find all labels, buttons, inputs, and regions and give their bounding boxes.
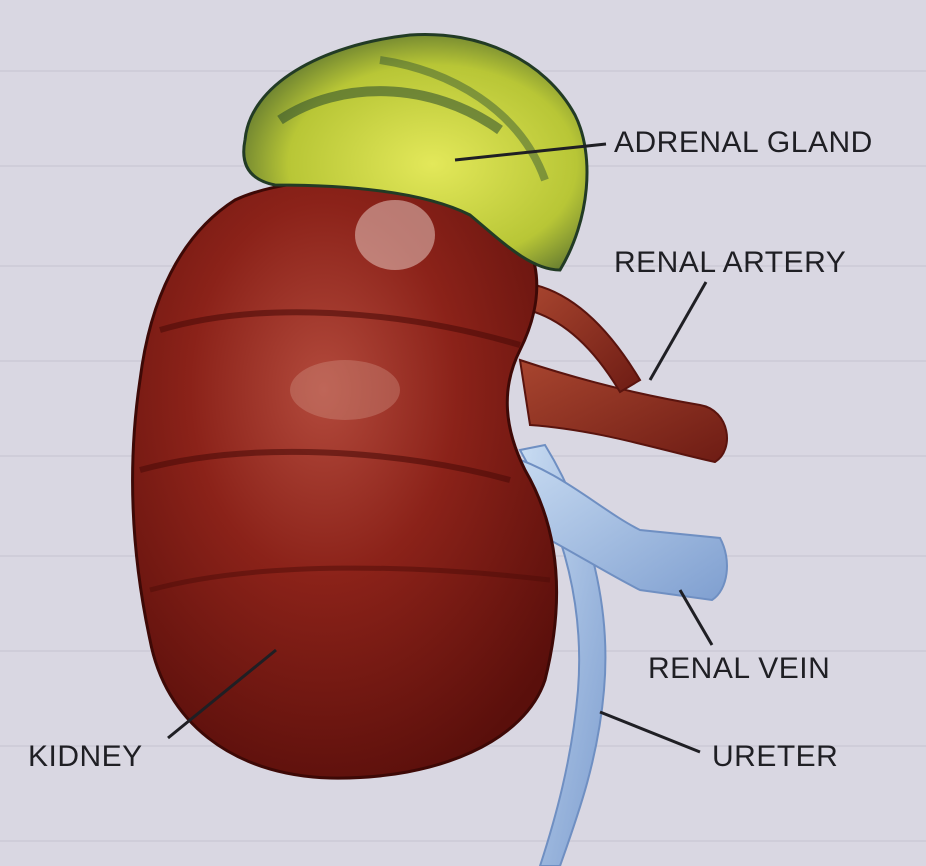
kidney-body (133, 181, 557, 778)
label-kidney: KIDNEY (28, 740, 143, 774)
kidney-highlight (355, 200, 435, 270)
label-renal-artery: RENAL ARTERY (614, 246, 846, 280)
label-ureter: URETER (712, 740, 838, 774)
label-adrenal-gland: ADRENAL GLAND (614, 126, 873, 160)
kidney-highlight (290, 360, 400, 420)
label-renal-vein: RENAL VEIN (648, 652, 830, 686)
